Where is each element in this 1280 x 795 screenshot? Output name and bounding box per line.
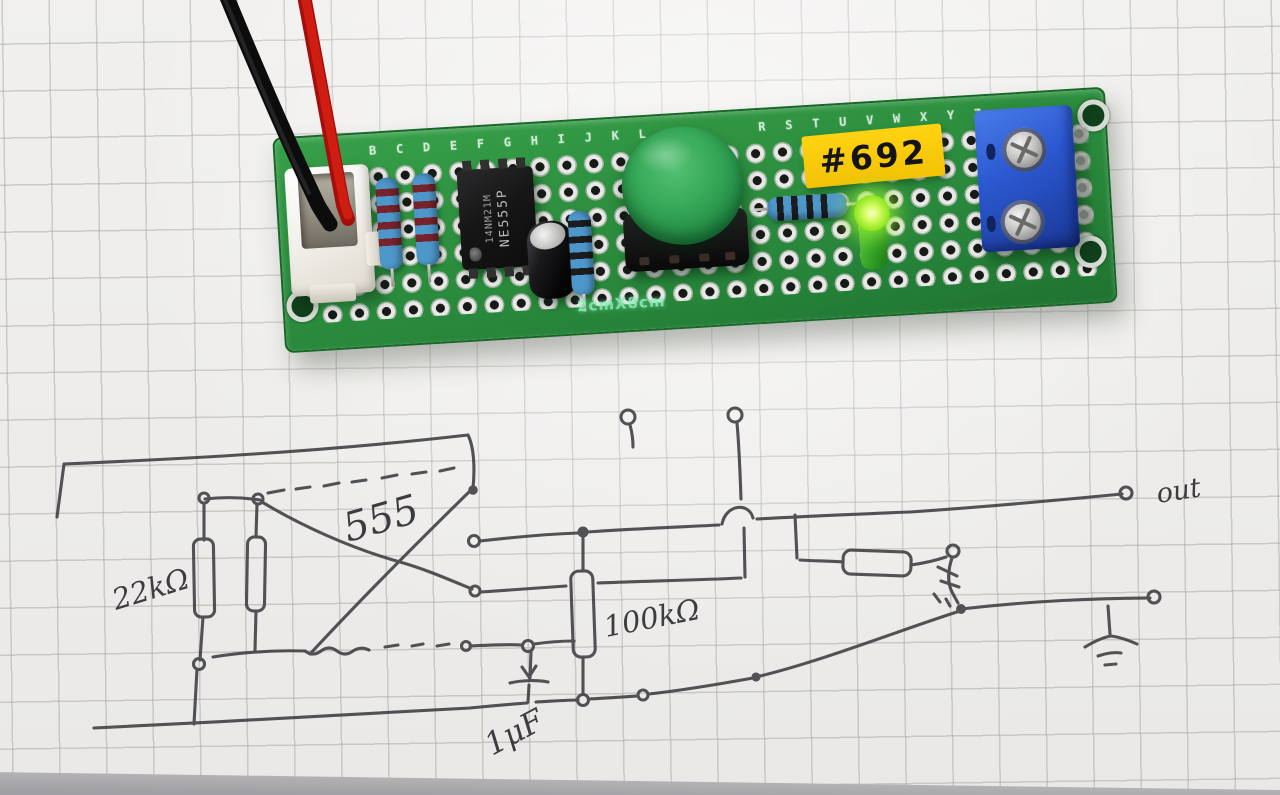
pcb-column-letter: Y xyxy=(946,107,955,123)
board-number: #692 xyxy=(817,131,930,181)
pcb-column-letter: G xyxy=(503,135,512,150)
terminal-block xyxy=(973,104,1094,253)
pcb-column-letter: W xyxy=(892,111,901,126)
pcb-column-letter: F xyxy=(476,136,485,152)
connector-latch xyxy=(309,282,357,304)
switch-pin-dot xyxy=(699,253,710,262)
ti-logo-icon xyxy=(469,247,483,262)
terminal-screw xyxy=(999,198,1047,246)
pcb-column-letter: V xyxy=(865,112,874,128)
pcb-column-letter: E xyxy=(449,138,458,153)
pcb-column-letter: X xyxy=(919,109,928,125)
ne555-ic: 14NM21M NE555P xyxy=(456,157,539,279)
connector-opening xyxy=(297,171,358,250)
ic-lot-code: 14NM21M xyxy=(482,193,497,244)
pcb-column-letter: U xyxy=(838,114,847,130)
resistor-horizontal xyxy=(766,192,849,222)
pcb-column-letter: C xyxy=(395,141,404,157)
pcb-column-letter: H xyxy=(530,133,539,148)
pcb-column-letter: K xyxy=(611,128,620,143)
pcb-column-letter: B xyxy=(368,143,377,158)
terminal-slot xyxy=(986,215,997,233)
ic-part-number: NE555P xyxy=(494,187,514,248)
pcb-column-letter: S xyxy=(784,117,793,133)
pcb-column-letter: D xyxy=(422,140,431,155)
pcb-column-letter: T xyxy=(811,116,820,131)
pcb-column-letter: J xyxy=(584,130,593,145)
ic-marking: 14NM21M NE555P xyxy=(482,187,514,249)
jst-connector xyxy=(284,163,384,304)
switch-pin-dot xyxy=(639,256,650,266)
switch-pin-dot xyxy=(669,255,680,264)
switch-pin-dot xyxy=(725,251,736,261)
terminal-slot xyxy=(985,143,996,161)
pcb-column-letter: R xyxy=(757,119,766,134)
pcb-column-letter: I xyxy=(557,131,566,147)
terminal-screw xyxy=(1001,126,1048,174)
